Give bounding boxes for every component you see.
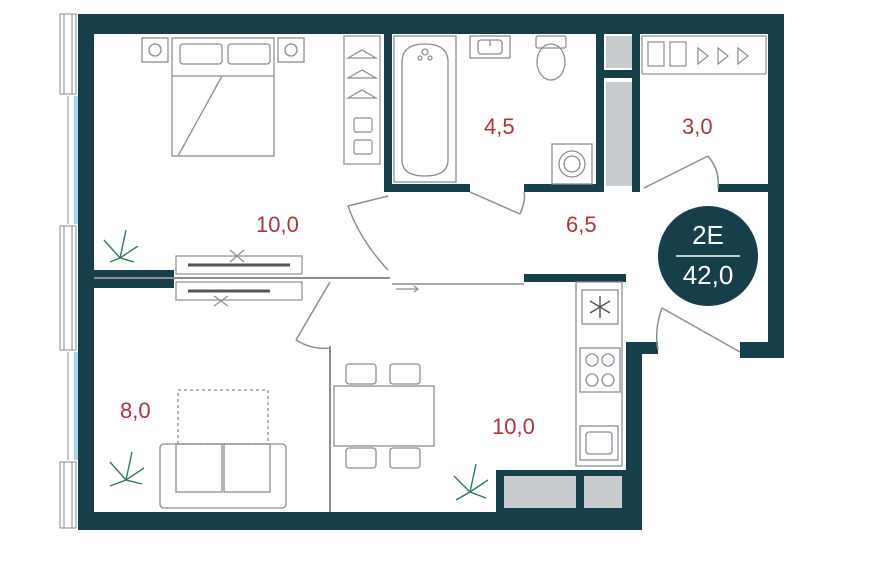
sink xyxy=(469,35,511,59)
tv-shelves xyxy=(175,249,303,307)
walk-in-closet-rails xyxy=(641,35,767,75)
sofa xyxy=(159,389,287,509)
plant-icon xyxy=(103,229,489,501)
nightstands xyxy=(141,37,305,63)
area-label-hallway: 6,5 xyxy=(566,212,597,237)
kitchen-counter xyxy=(575,281,623,467)
dining-table xyxy=(333,363,435,469)
bedroom-wardrobe xyxy=(343,35,381,165)
partitions xyxy=(94,277,390,512)
area-label-kitchen: 10,0 xyxy=(492,414,535,439)
apartment-total-area: 42,0 xyxy=(683,260,734,290)
window-frames xyxy=(59,13,77,529)
bed xyxy=(171,37,275,157)
sliding-door-arrow xyxy=(396,285,419,293)
area-label-bathroom: 4,5 xyxy=(484,114,515,139)
apartment-type: 2E xyxy=(692,220,724,250)
snowflake-icon xyxy=(589,296,611,318)
area-label-wardrobe: 3,0 xyxy=(682,114,713,139)
utility-closet xyxy=(606,36,632,186)
window-glass xyxy=(67,96,79,460)
area-label-bedroom: 10,0 xyxy=(256,212,299,237)
bathtub xyxy=(393,35,457,183)
area-label-living: 8,0 xyxy=(120,398,151,423)
apartment-badge: 2E 42,0 xyxy=(658,206,758,306)
kitchen-lower-cabinets xyxy=(504,476,622,508)
washing-machine xyxy=(551,143,593,185)
doors xyxy=(295,155,741,353)
toilet xyxy=(535,35,567,81)
